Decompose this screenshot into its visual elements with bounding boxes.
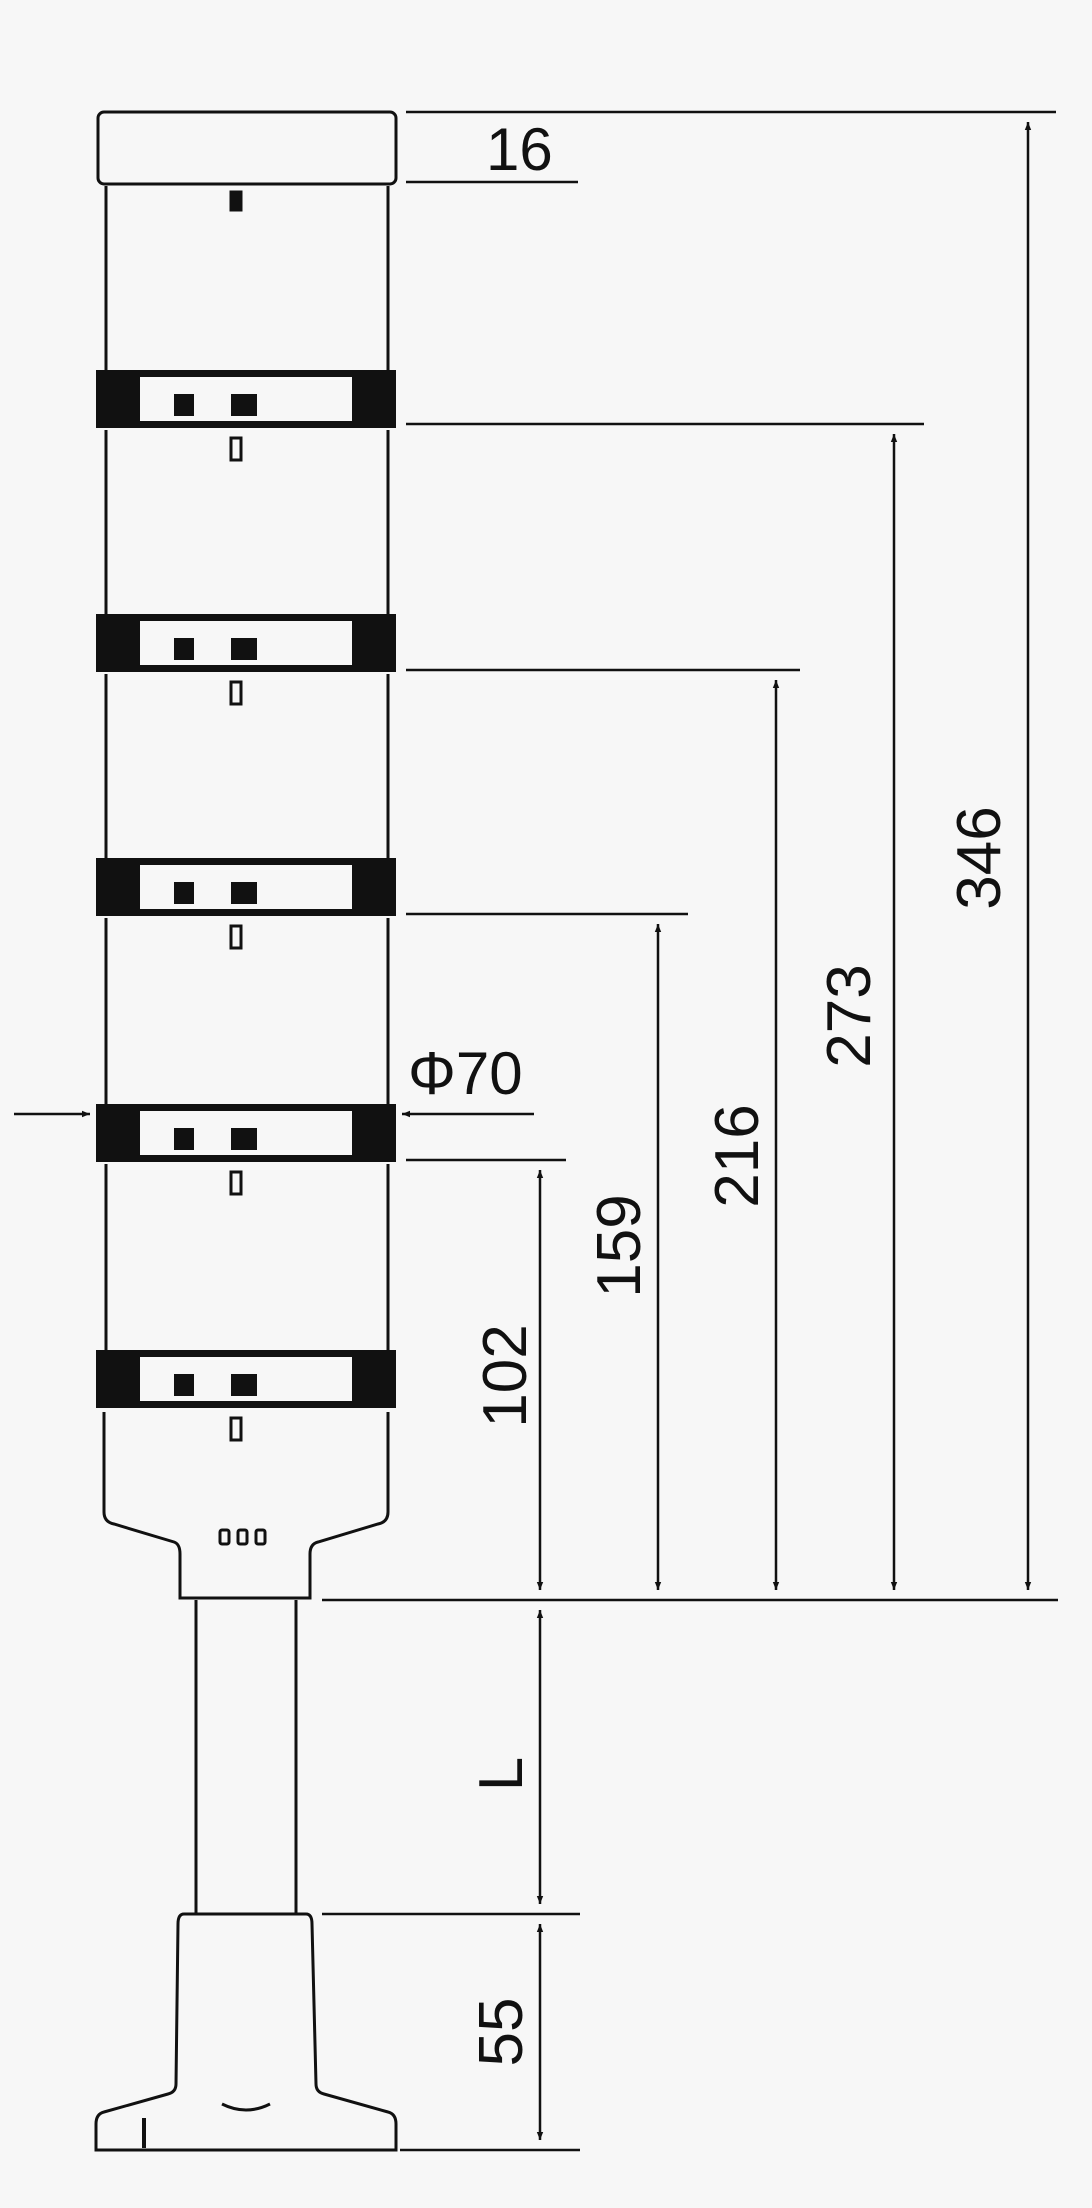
connector-ring-4 bbox=[96, 1104, 396, 1196]
extension-lines bbox=[322, 110, 1058, 2152]
light-module-tier-1 bbox=[104, 186, 390, 370]
label-height-5-tier: 273 bbox=[815, 964, 884, 1067]
label-pole-length: L bbox=[467, 1757, 536, 1791]
mounting-pole bbox=[194, 1600, 298, 1914]
light-module-tier-3 bbox=[104, 674, 390, 858]
connector-ring-1 bbox=[96, 370, 396, 462]
connector-ring-5 bbox=[96, 1350, 396, 1442]
light-module-tier-2 bbox=[104, 430, 390, 614]
mounting-foot bbox=[94, 1912, 398, 2152]
connector-ring-2 bbox=[96, 614, 396, 706]
dimension-labels: 16 346 273 216 159 102 Φ70 L 55 bbox=[408, 116, 1014, 2066]
signal-tower-outline bbox=[94, 110, 398, 2152]
label-height-3-tier: 159 bbox=[585, 1194, 654, 1297]
foot-mark bbox=[221, 2102, 271, 2112]
label-total-height: 346 bbox=[945, 806, 1014, 909]
label-diameter: Φ70 bbox=[408, 1040, 523, 1107]
light-module-tier-4 bbox=[104, 918, 390, 1104]
base-housing bbox=[102, 1412, 390, 1600]
connector-ring-3 bbox=[96, 858, 396, 950]
label-height-2-tier: 102 bbox=[471, 1324, 540, 1427]
label-base-height: 55 bbox=[467, 1998, 536, 2067]
base-indicator-slots bbox=[218, 1528, 267, 1546]
dimension-lines bbox=[14, 122, 1032, 2140]
label-height-4-tier: 216 bbox=[703, 1104, 772, 1207]
cap-latch-tab bbox=[229, 190, 243, 212]
top-cap bbox=[96, 110, 398, 186]
label-cap-height: 16 bbox=[486, 116, 553, 183]
light-module-tier-5 bbox=[104, 1164, 390, 1350]
